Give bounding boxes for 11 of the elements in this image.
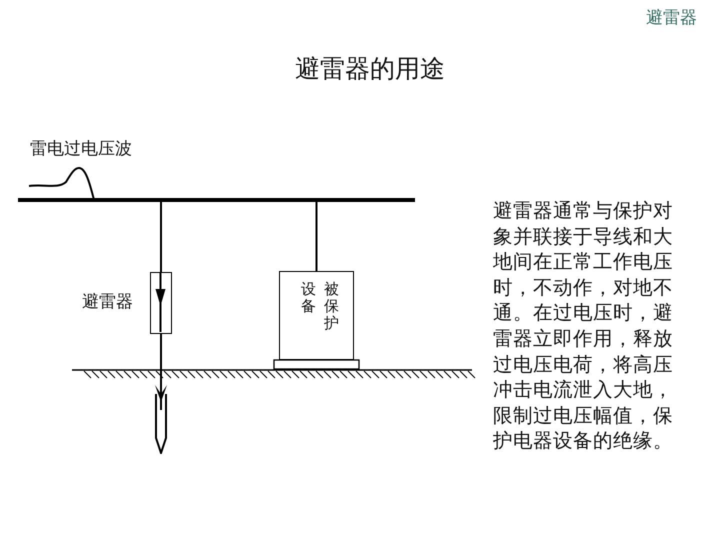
part-label: 避雷器 [82, 291, 133, 313]
ground-rod [153, 380, 169, 454]
title: 避雷器的用途 [294, 53, 446, 85]
header-label: 避雷器 [646, 7, 697, 29]
wave-label: 雷电过电压波 [30, 138, 132, 160]
arrester-box [150, 272, 172, 334]
description-paragraph: 避雷器通常与保护对象并联接于导线和大地间在正常工作电压时，不动作，对地不通。在过电压时，避雷器立即作用，释放过电压电荷，将高压冲击电流泄入大地，限制过电压幅值，保护电器设备的绝缘。 [493, 198, 674, 454]
equipment-box: 被保护设备 [279, 271, 354, 360]
connecting-wire [160, 334, 162, 380]
connecting-wire [316, 202, 318, 271]
connecting-wire [160, 202, 162, 272]
